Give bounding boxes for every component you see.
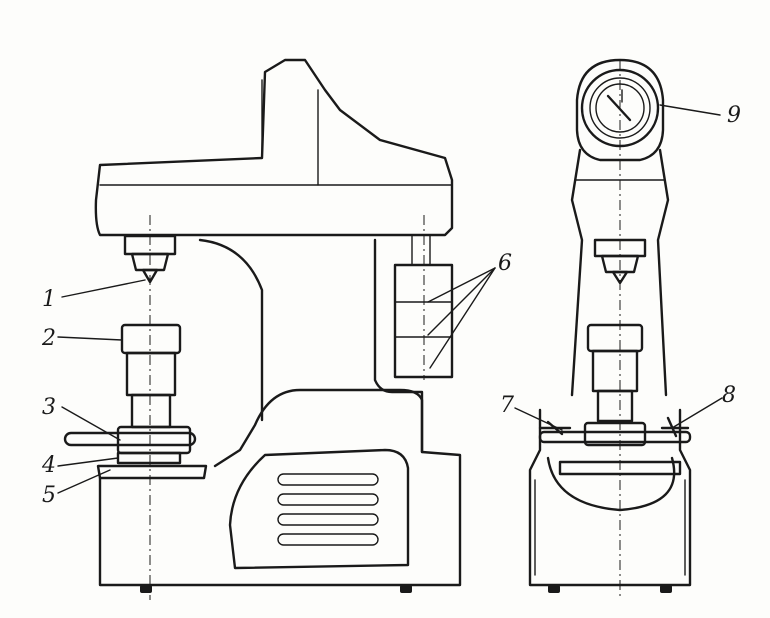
front-anvil-top [586,323,644,353]
front-anvil-screw [596,389,634,423]
leader-2 [57,336,123,341]
callout-2: 2 [41,326,56,351]
leader-8 [671,397,723,429]
head-housing [94,58,454,237]
callout-1: 1 [42,287,56,312]
vent-slot-3 [277,513,379,526]
callout-5: 5 [42,483,56,508]
front-column [570,148,670,397]
anvil-column-top [120,323,182,355]
callout-3: 3 [42,395,56,420]
vent-slot-1 [277,473,379,486]
front-view [528,58,692,600]
front-spindle-body [600,254,640,274]
leader-9 [659,104,721,116]
leader-6c [429,267,496,369]
callout-7: 7 [500,393,514,418]
leader-6b [427,267,496,336]
side-view [63,58,462,600]
handwheel [63,431,197,447]
anvil-column-body [125,351,177,397]
callout-9: 9 [727,103,741,128]
spindle-body [130,252,170,272]
leader-lines [57,104,723,494]
base-housing [98,388,462,587]
front-base [528,408,692,587]
front-anvil-body [591,349,639,393]
callout-6: 6 [498,251,512,276]
frame-neck [198,238,424,454]
front-handwheel-hub [583,421,647,447]
leader-7 [514,407,563,431]
nut-ring [116,451,182,465]
callout-8: 8 [722,383,736,408]
front-foot-left [548,585,560,593]
leader-4 [57,457,119,467]
leader-5 [57,469,111,494]
vent-slot-4 [277,533,379,546]
leader-1 [61,279,146,298]
dial-face [589,77,651,139]
front-indenter [611,270,629,285]
leader-3 [61,406,121,441]
callout-4: 4 [41,453,56,478]
leader-6a [427,267,496,303]
vent-panel [228,448,410,570]
foot-left [140,585,152,593]
protective-sleeve [96,464,208,480]
handwheel-hub [116,425,192,455]
anvil-screw [130,393,172,429]
callout-labels: 1 2 3 4 5 6 7 8 9 [41,103,741,508]
dial-housing [575,58,665,162]
vent-slot-2 [277,493,379,506]
front-foot-right [660,585,672,593]
front-base-inner [546,456,676,512]
foot-right [400,585,412,593]
front-base-shadow [534,479,686,576]
dial-needle [606,94,632,122]
